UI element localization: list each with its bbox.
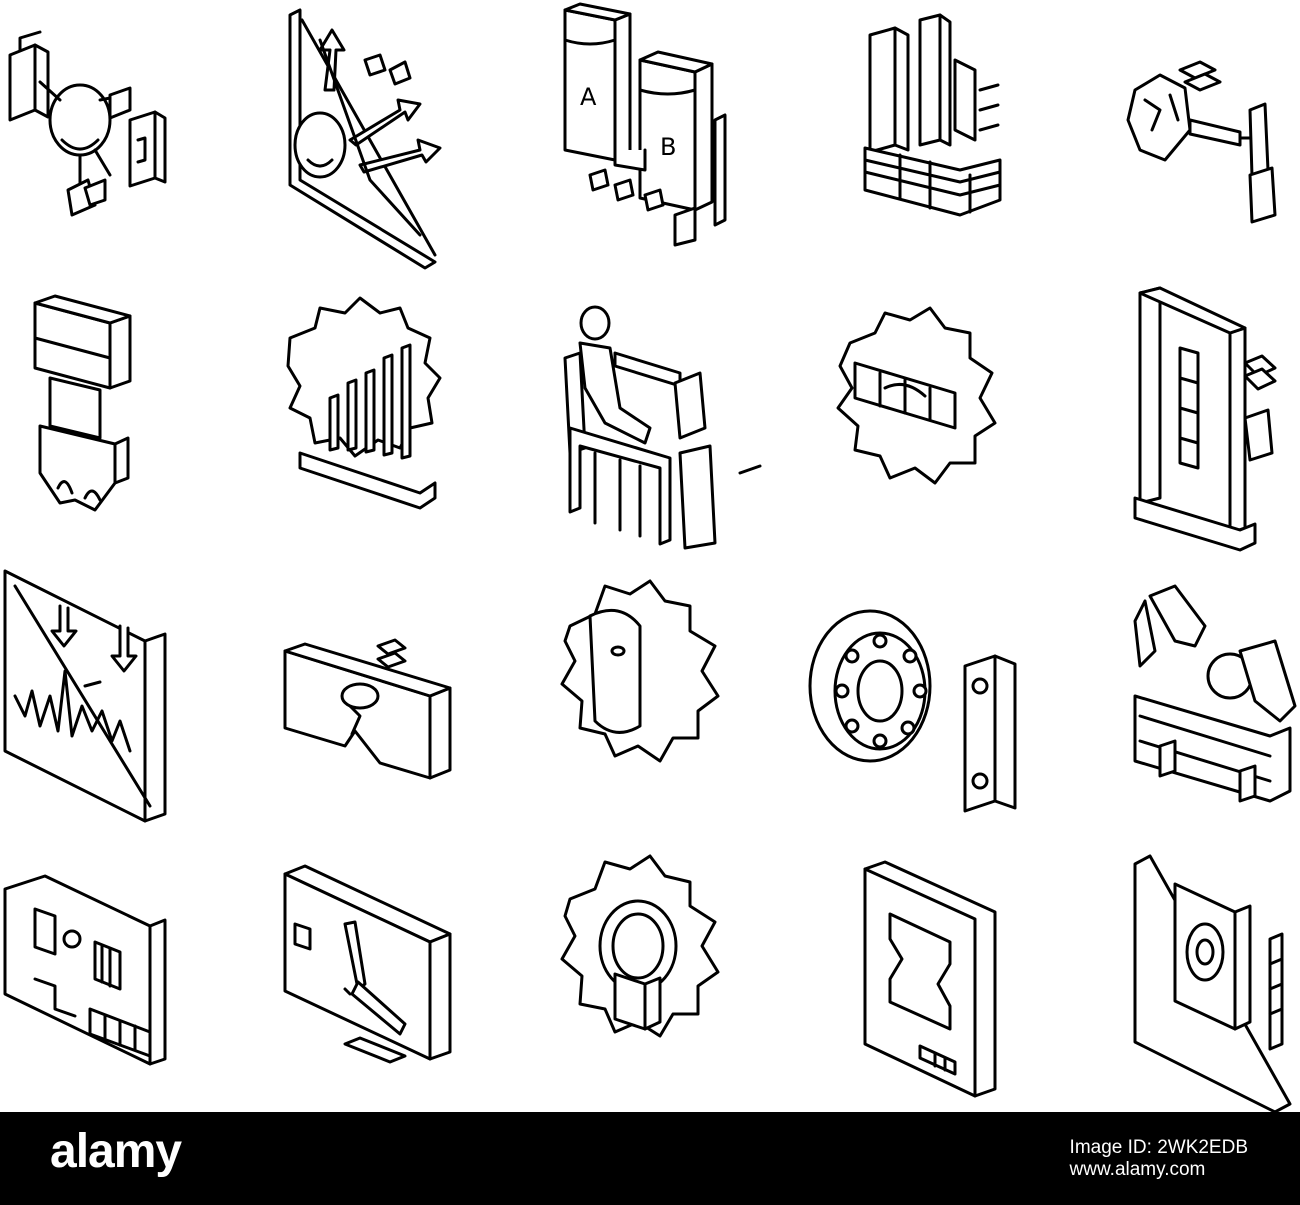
hydraulic-press-icon [0, 278, 260, 556]
site-url[interactable]: www.alamy.com [1069, 1159, 1206, 1180]
ball-bearing-icon [780, 556, 1040, 834]
gear-shield-icon [520, 556, 780, 834]
press-frame-icon [1040, 278, 1300, 556]
image-info: Image ID: 2WK2EDB www.alamy.com [1070, 1137, 1248, 1181]
gear-bar-chart-icon [260, 278, 520, 556]
stress-graph-icon [0, 556, 260, 834]
descending-arrows-chart-icon [260, 0, 520, 278]
gear-rock-transfer-icon [1040, 0, 1300, 278]
factory-pipes-stack-icon [780, 0, 1040, 278]
operator-seated-icon [520, 278, 780, 556]
tank-b-label: B [660, 133, 676, 161]
circuit-blueprint-icon [0, 834, 260, 1112]
process-diagram-icon [0, 0, 260, 278]
tank-a-label: A [580, 83, 597, 111]
watermark-bar: alamy Image ID: 2WK2EDB www.alamy.com [0, 1112, 1300, 1205]
monitor-tool-icon [260, 834, 520, 1112]
gear-engine-icon [780, 278, 1040, 556]
icon-set-canvas: A B [0, 0, 1300, 1112]
gear-magnifier-icon [520, 834, 780, 1112]
tablet-specimen-icon [780, 834, 1040, 1112]
robot-arms-conveyor-icon [1040, 556, 1300, 834]
brand-logo[interactable]: alamy [50, 1125, 182, 1178]
tanks-a-b-icon: A B [520, 0, 780, 278]
image-id: Image ID: 2WK2EDB [1069, 1137, 1248, 1158]
document-bearing-icon [1040, 834, 1300, 1112]
cracked-plate-icon [260, 556, 520, 834]
